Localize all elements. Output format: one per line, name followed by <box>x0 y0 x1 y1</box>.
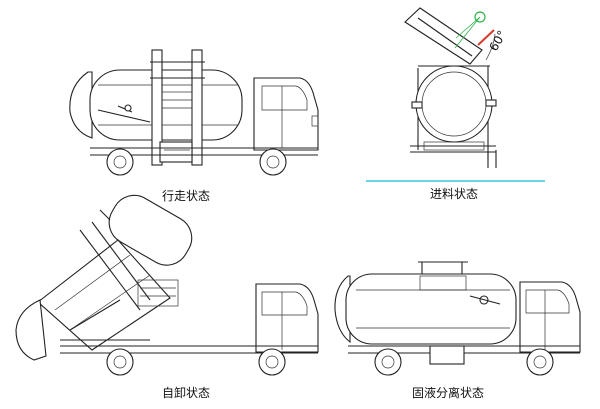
truck-feeding-rear-view: 60° <box>366 7 545 182</box>
truck-dumping <box>15 194 319 376</box>
caption-driving: 行走状态 <box>162 189 210 203</box>
panel-driving: 行走状态 <box>69 49 319 203</box>
caption-separation: 固液分离状态 <box>412 385 484 400</box>
truck-driving <box>69 49 319 176</box>
truck-separation <box>334 261 581 376</box>
angle-annotation: 60° <box>486 28 509 53</box>
panel-dumping: 自卸状态 <box>15 194 319 400</box>
rotation-pivot-icon <box>474 11 486 23</box>
caption-feeding: 进料状态 <box>430 187 478 201</box>
panel-separation: 固液分离状态 <box>334 261 581 400</box>
panel-feeding: 60° 进料状态 <box>366 7 545 201</box>
caption-dumping: 自卸状态 <box>162 385 210 400</box>
